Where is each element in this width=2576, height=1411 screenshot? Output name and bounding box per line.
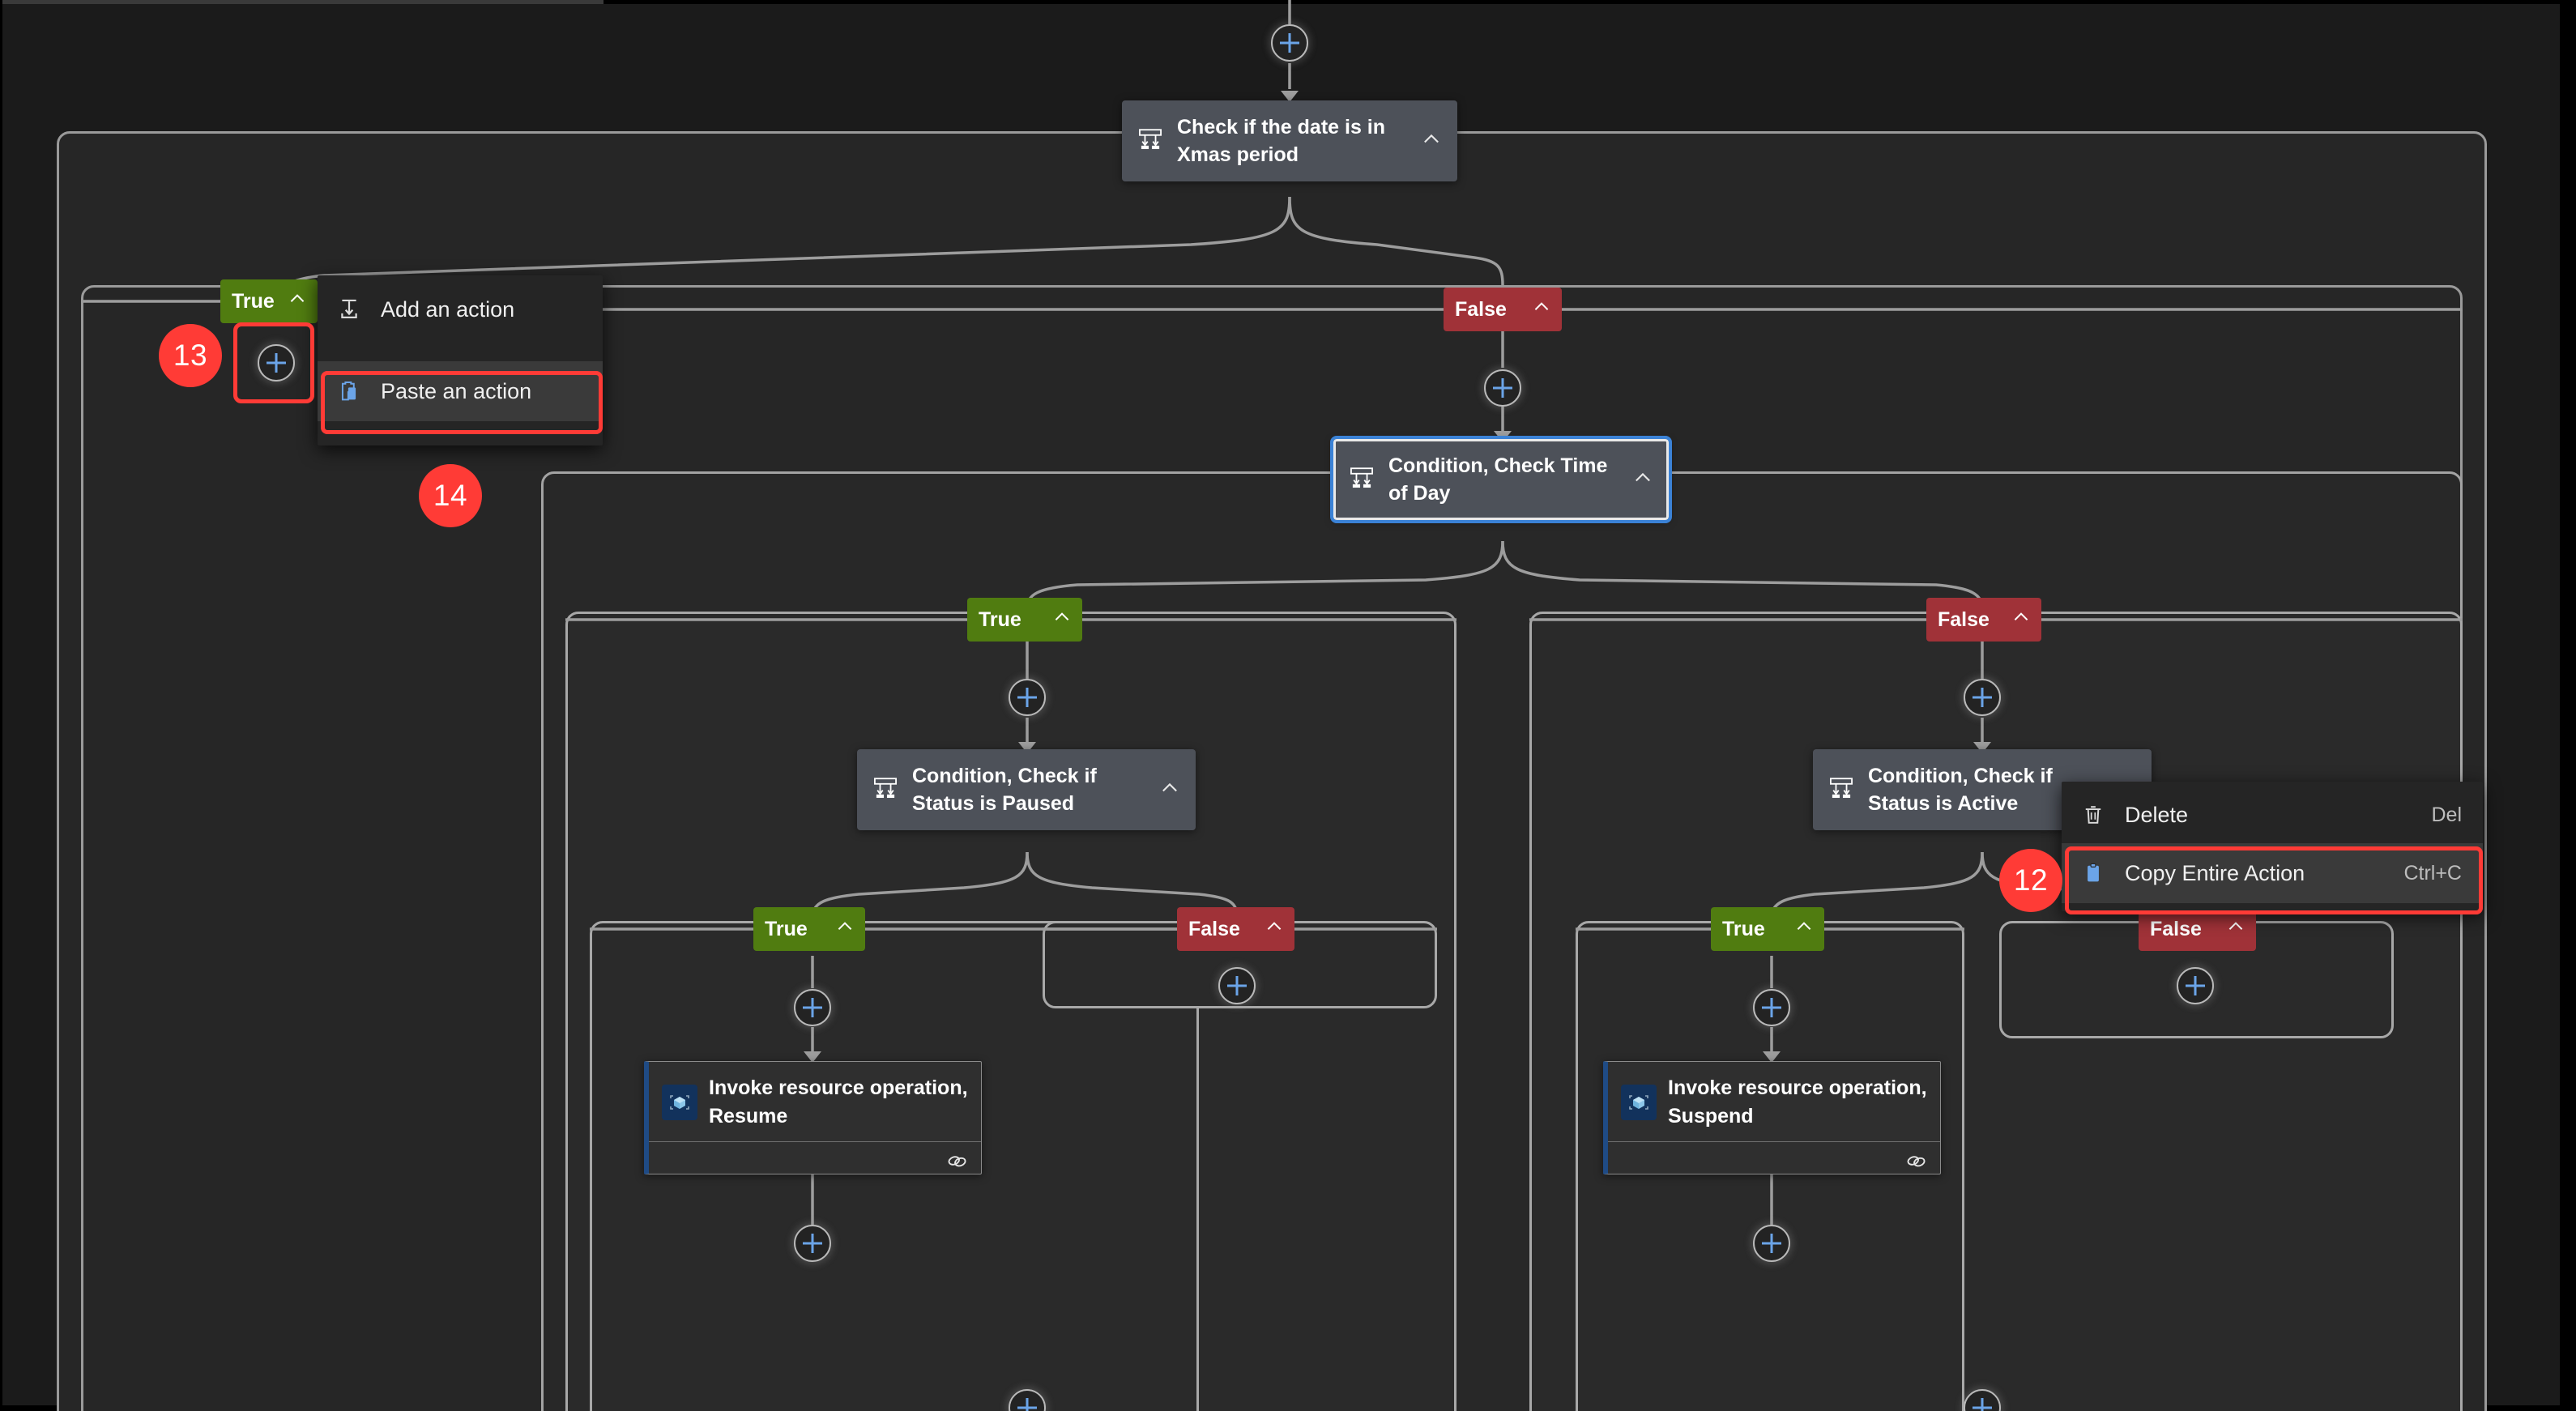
menu-item-accelerator: Ctrl+C xyxy=(2403,861,2462,885)
action-footer xyxy=(1608,1141,1940,1183)
add-step-plus-button-tod-false[interactable] xyxy=(1964,679,2001,716)
condition-branch-icon xyxy=(1828,774,1858,806)
menu-item-copy-entire-action[interactable]: Copy Entire Action Ctrl+C xyxy=(2062,843,2483,903)
callout-number: 13 xyxy=(173,339,208,372)
callout-13: 13 xyxy=(159,324,222,387)
action-footer xyxy=(649,1141,981,1183)
branch-badge-paused-true[interactable]: True xyxy=(753,907,865,951)
chevron-up-icon[interactable] xyxy=(1631,467,1656,493)
node-title: Check if the date is in Xmas period xyxy=(1177,115,1386,167)
add-step-plus-button-root-false[interactable] xyxy=(1484,369,1521,407)
clipboard-copy-icon xyxy=(2079,861,2107,885)
trash-icon xyxy=(2079,803,2107,827)
chevron-up-icon[interactable] xyxy=(2011,607,2032,633)
node-title: Condition, Check Time of Day xyxy=(1388,454,1608,505)
callout-number: 12 xyxy=(2013,863,2049,897)
callout-number: 14 xyxy=(433,479,468,512)
branch-label: False xyxy=(1188,917,1240,940)
branch-label: True xyxy=(232,289,275,313)
chevron-up-icon[interactable] xyxy=(1264,916,1285,943)
arrow-into-invoke-suspend xyxy=(1763,1051,1781,1063)
action-header: Invoke resource operation, Suspend xyxy=(1608,1062,1940,1141)
canvas-top-gutter xyxy=(603,0,2576,4)
add-step-plus-button-tod-true[interactable] xyxy=(1009,679,1046,716)
condition-branch-icon xyxy=(872,774,902,806)
menu-item-label: Add an action xyxy=(381,296,515,322)
add-action-context-menu[interactable]: Add an action Paste an action xyxy=(318,275,603,445)
branch-badge-paused-false[interactable]: False xyxy=(1177,907,1294,951)
node-invoke-resource-operation-resume[interactable]: Invoke resource operation, Resume xyxy=(644,1061,982,1174)
branch-label: False xyxy=(1455,297,1507,321)
add-step-plus-button-active-false[interactable] xyxy=(2177,967,2214,1004)
menu-item-label: Copy Entire Action xyxy=(2125,860,2305,885)
add-step-plus-button-after-suspend[interactable] xyxy=(1753,1225,1790,1262)
chevron-up-icon[interactable] xyxy=(1051,607,1073,633)
callout-12: 12 xyxy=(1999,849,2062,912)
action-title: Invoke resource operation, Suspend xyxy=(1668,1076,1927,1128)
arrow-into-invoke-resume xyxy=(804,1051,821,1063)
link-chain-icon[interactable] xyxy=(1904,1149,1927,1176)
branch-badge-root-false[interactable]: False xyxy=(1444,288,1562,331)
branch-label: True xyxy=(1722,917,1765,940)
condition-branch-icon xyxy=(1137,126,1167,157)
chevron-up-icon[interactable] xyxy=(1793,916,1815,943)
add-step-plus-button-active-true[interactable] xyxy=(1753,989,1790,1026)
node-condition-check-time-of-day[interactable]: Condition, Check Time of Day xyxy=(1330,436,1672,523)
chevron-up-icon[interactable] xyxy=(1158,777,1183,804)
action-header: Invoke resource operation, Resume xyxy=(649,1062,981,1141)
condition-branch-icon xyxy=(1348,464,1379,496)
add-step-plus-button-paused-true[interactable] xyxy=(794,989,831,1026)
menu-item-label: Paste an action xyxy=(381,378,532,403)
node-check-if-date-in-xmas-period[interactable]: Check if the date is in Xmas period xyxy=(1122,100,1457,181)
resource-cube-icon xyxy=(662,1084,697,1120)
chevron-up-icon[interactable] xyxy=(834,916,855,943)
link-chain-icon[interactable] xyxy=(945,1149,968,1176)
action-context-menu[interactable]: Delete Del Copy Entire Action Ctrl+C xyxy=(2062,782,2483,911)
callout-14: 14 xyxy=(419,464,482,527)
canvas-top-left-highlight xyxy=(2,0,603,4)
action-title: Invoke resource operation, Resume xyxy=(709,1076,968,1128)
chevron-up-icon[interactable] xyxy=(287,288,308,315)
add-step-plus-button-paused-false[interactable] xyxy=(1218,967,1256,1004)
chevron-up-icon[interactable] xyxy=(2225,916,2246,943)
canvas-right-gutter xyxy=(2560,0,2576,1411)
node-condition-check-if-status-is-paused[interactable]: Condition, Check if Status is Paused xyxy=(857,749,1196,830)
node-title: Condition, Check if Status is Paused xyxy=(912,764,1097,816)
resource-cube-icon xyxy=(1621,1084,1657,1120)
branch-badge-tod-true[interactable]: True xyxy=(967,598,1082,642)
clipboard-paste-icon xyxy=(335,379,363,403)
add-step-plus-button-top[interactable] xyxy=(1271,24,1308,62)
branch-label: False xyxy=(1938,607,1990,631)
add-action-icon xyxy=(335,296,363,322)
chevron-up-icon[interactable] xyxy=(1420,128,1444,155)
menu-item-paste-an-action[interactable]: Paste an action xyxy=(318,361,603,421)
branch-badge-active-false[interactable]: False xyxy=(2139,907,2256,951)
menu-item-add-an-action[interactable]: Add an action xyxy=(318,280,603,339)
canvas-left-gutter xyxy=(0,0,2,1411)
branch-label: True xyxy=(979,607,1021,631)
branch-badge-root-true[interactable]: True xyxy=(220,279,318,323)
menu-item-label: Delete xyxy=(2125,802,2189,827)
menu-item-accelerator: Del xyxy=(2431,803,2462,826)
node-title: Condition, Check if Status is Active xyxy=(1868,764,2053,816)
add-step-plus-button-root-true[interactable] xyxy=(258,344,295,382)
branch-badge-tod-false[interactable]: False xyxy=(1926,598,2041,642)
branch-label: False xyxy=(2150,917,2202,940)
branch-badge-active-true[interactable]: True xyxy=(1711,907,1824,951)
add-step-plus-button-after-resume[interactable] xyxy=(794,1225,831,1262)
chevron-up-icon[interactable] xyxy=(1531,296,1552,323)
menu-item-delete[interactable]: Delete Del xyxy=(2062,786,2483,843)
arrow-into-root-condition xyxy=(1281,91,1299,102)
branch-label: True xyxy=(765,917,808,940)
node-invoke-resource-operation-suspend[interactable]: Invoke resource operation, Suspend xyxy=(1603,1061,1941,1174)
